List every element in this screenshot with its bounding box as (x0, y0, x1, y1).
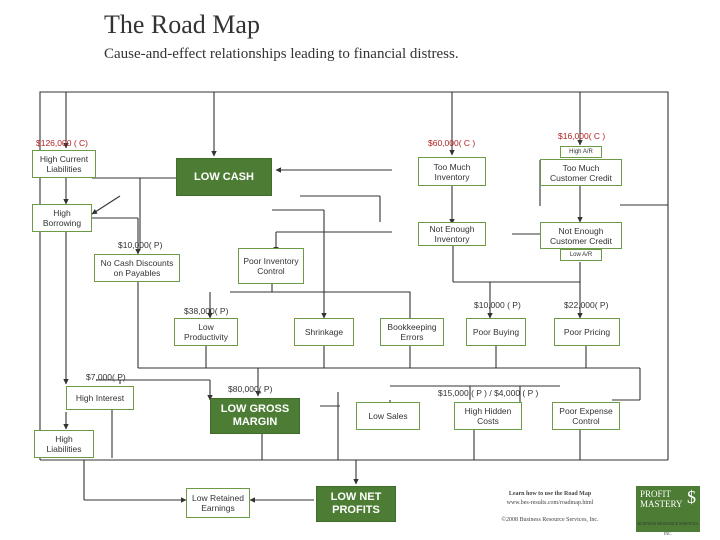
annotation: $16,000( C ) (558, 131, 606, 141)
box-high-liabilities: High Liabilities (34, 430, 94, 458)
box-low-productivity: Low Productivity (174, 318, 238, 346)
logo-line1: PROFIT (640, 489, 672, 499)
box-high-interest: High Interest (66, 386, 134, 410)
annotation: $60,000( C ) (428, 138, 476, 148)
annotation: $80,000( P) (228, 384, 273, 394)
box-low-retained-earnings: Low Retained Earnings (186, 488, 250, 518)
box-shrinkage: Shrinkage (294, 318, 354, 346)
logo-tagline: BUSINESS RESOURCE SERVICES, INC. (637, 521, 699, 536)
box-low-ar: Low A/R (560, 249, 602, 261)
box-poor-buying: Poor Buying (466, 318, 526, 346)
box-not-enough-customer-credit: Not Enough Customer Credit (540, 222, 622, 249)
page-title: The Road Map (104, 10, 260, 39)
annotation: $38,000( P) (184, 306, 229, 316)
box-high-borrowing: High Borrowing (32, 204, 92, 232)
footer-text: Learn how to use the Road Map www.bes-re… (480, 490, 620, 525)
box-low-cash: LOW CASH (176, 158, 272, 196)
footer-learn-line: Learn how to use the Road Map (508, 491, 592, 497)
page-subtitle: Cause-and-effect relationships leading t… (104, 46, 459, 62)
annotation: $7,000( P) (86, 372, 126, 382)
box-poor-inventory-control: Poor Inventory Control (238, 248, 304, 284)
box-not-enough-inventory: Not Enough Inventory (418, 222, 486, 246)
box-poor-pricing: Poor Pricing (554, 318, 620, 346)
annotation: $15,000 ( P ) / $4,000 ( P ) (438, 388, 539, 398)
box-high-current-liabilities: High Current Liabilities (32, 150, 96, 178)
box-poor-expense-control: Poor Expense Control (552, 402, 620, 430)
box-too-much-inventory: Too Much Inventory (418, 157, 486, 186)
footer-copyright: ©2008 Business Resource Services, Inc. (501, 517, 599, 523)
annotation: $126,000 ( C) (36, 138, 88, 148)
annotation: $10,000( P) (118, 240, 163, 250)
annotation: $10,000 ( P) (474, 300, 521, 310)
box-low-net-profits: LOW NET PROFITS (316, 486, 396, 522)
annotation: $22,000( P) (564, 300, 609, 310)
logo-line2: MASTERY (640, 499, 683, 509)
dollar-icon: $ (687, 487, 696, 507)
box-too-much-customer-credit: Too Much Customer Credit (540, 159, 622, 186)
profit-mastery-logo: PROFIT MASTERY $ BUSINESS RESOURCE SERVI… (636, 486, 700, 536)
box-high-hidden-costs: High Hidden Costs (454, 402, 522, 430)
box-no-cash-discounts: No Cash Discounts on Payables (94, 254, 180, 282)
box-low-gross-margin: LOW GROSS MARGIN (210, 398, 300, 434)
box-low-sales: Low Sales (356, 402, 420, 430)
box-high-ar: High A/R (560, 146, 602, 158)
box-bookkeeping-errors: Bookkeeping Errors (380, 318, 444, 346)
footer-url-link[interactable]: www.bes-results.com/roadmap.html (506, 500, 594, 506)
